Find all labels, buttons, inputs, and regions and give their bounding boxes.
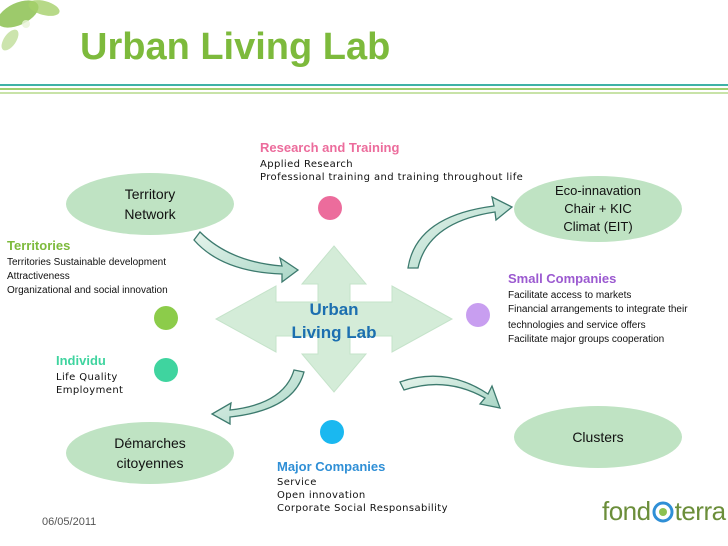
central-cross-arrow — [214, 245, 454, 393]
research-dot — [318, 196, 342, 220]
center-label-line2: Living Lab — [291, 323, 377, 342]
arrow-center-to-demarches — [210, 369, 305, 426]
small-companies-line: Financial arrangements to integrate thei… — [508, 304, 688, 315]
ellipse-eco-line2: Chair + KIC — [564, 201, 632, 216]
ellipse-eco-innovation: Eco-innavation Chair + KIC Climat (EIT) — [514, 176, 682, 242]
leaves-decoration — [0, 0, 60, 51]
divider-line — [0, 84, 728, 86]
territories-line: Territories Sustainable development — [7, 257, 166, 268]
individu-title: Individu — [56, 353, 106, 368]
small-companies-title: Small Companies — [508, 271, 617, 286]
small-companies-line: technologies and service offers — [508, 320, 646, 331]
logo-text-left: fond — [602, 496, 651, 526]
individu-dot — [154, 358, 178, 382]
ellipse-demarches-line1: Démarches — [114, 435, 186, 451]
research-line: Applied Research — [260, 159, 354, 170]
ellipse-eco-line1: Eco-innavation — [555, 183, 641, 198]
arrow-center-to-eco — [407, 195, 514, 269]
small-companies-dot — [466, 303, 490, 327]
major-companies-line: Corporate Social Responsability — [277, 503, 448, 514]
major-companies-line: Service — [277, 477, 317, 488]
divider-line — [0, 92, 728, 94]
page-title: Urban Living Lab — [80, 26, 391, 68]
fondaterra-logo: fond terra — [602, 496, 726, 527]
center-label: Urban Living Lab — [284, 298, 384, 344]
small-companies-line: Facilitate access to markets — [508, 290, 632, 301]
major-companies-dot — [320, 420, 344, 444]
territories-block: Territories Sustainable development Attr… — [7, 256, 168, 298]
major-companies-block: Service Open innovation Corporate Social… — [277, 476, 448, 515]
arrow-center-to-clusters — [399, 375, 502, 409]
research-line: Professional training and training throu… — [260, 172, 524, 183]
ellipse-clusters: Clusters — [514, 406, 682, 468]
territories-line: Attractiveness — [7, 271, 70, 282]
small-companies-line: Facilitate major groups cooperation — [508, 334, 665, 345]
individu-line: Life Quality — [56, 372, 118, 383]
logo-globe-icon — [652, 501, 674, 523]
territories-dot — [154, 306, 178, 330]
territories-title: Territories — [7, 238, 71, 253]
individu-line: Employment — [56, 385, 124, 396]
ellipse-eco-line3: Climat (EIT) — [563, 219, 633, 234]
research-title: Research and Training — [260, 140, 400, 155]
major-companies-line: Open innovation — [277, 490, 366, 501]
research-block: Applied Research Professional training a… — [260, 158, 523, 184]
ellipse-territory-network-line1: Territory — [124, 186, 176, 202]
logo-text-right: terra — [674, 496, 726, 526]
divider-line — [0, 88, 728, 90]
ellipse-clusters-label: Clusters — [572, 429, 624, 445]
center-label-line1: Urban — [309, 300, 359, 319]
arrow-territory-to-center — [193, 231, 300, 284]
major-companies-title: Major Companies — [277, 459, 386, 474]
individu-block: Life Quality Employment — [56, 371, 123, 397]
ellipse-demarches: Démarches citoyennes — [66, 422, 234, 484]
small-companies-block: Facilitate access to markets Financial a… — [508, 289, 688, 347]
ellipse-territory-network-line2: Network — [124, 206, 176, 222]
ellipse-territory-network: Territory Network — [66, 173, 234, 235]
ellipse-demarches-line2: citoyennes — [116, 455, 184, 471]
date-label: 06/05/2011 — [42, 516, 97, 528]
territories-line: Organizational and social innovation — [7, 285, 168, 296]
